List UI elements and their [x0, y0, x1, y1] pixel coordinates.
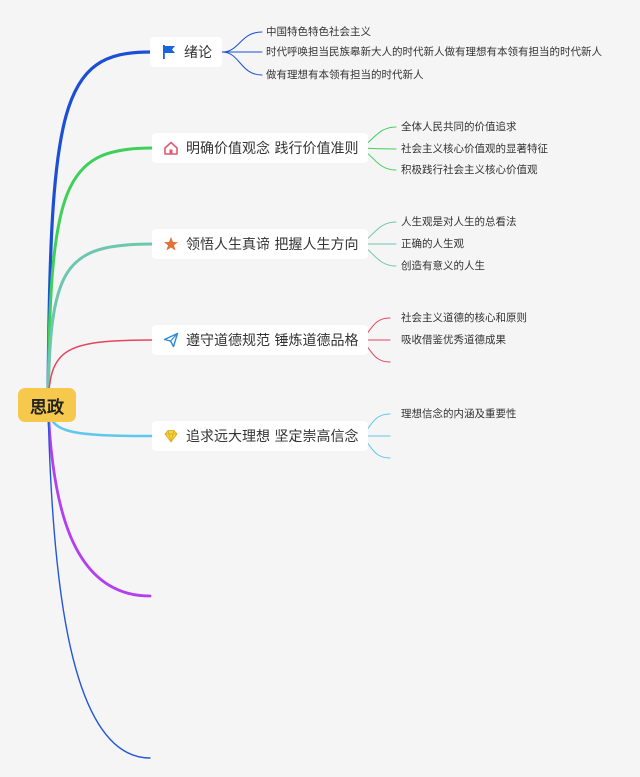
paper-plane-icon — [162, 331, 180, 349]
root-topic[interactable]: 思政 — [18, 388, 76, 422]
branch-connector — [46, 50, 152, 407]
leaf-item[interactable]: 中国特色特色社会主义 — [266, 26, 371, 38]
topic-morality[interactable]: 遵守道德规范 锤炼道德品格 — [152, 325, 369, 355]
leaf-item[interactable]: 人生观是对人生的总看法 — [401, 216, 517, 228]
topic-label: 明确价值观念 践行价值准则 — [186, 141, 359, 157]
branch-connector — [47, 339, 153, 406]
topic-ideals[interactable]: 追求远大理想 坚定崇高信念 — [152, 421, 369, 451]
branch-connector — [46, 146, 154, 407]
topic-life[interactable]: 领悟人生真谛 把握人生方向 — [152, 229, 369, 259]
leaf-item[interactable]: 积极践行社会主义核心价值观 — [401, 164, 538, 176]
topic-label: 领悟人生真谛 把握人生方向 — [186, 237, 359, 253]
leaf-item[interactable]: 理想信念的内涵及重要性 — [401, 408, 517, 420]
leaf-item[interactable]: 全体人民共同的价值追求 — [401, 121, 517, 133]
sub-connector — [221, 51, 263, 76]
leaf-item[interactable]: 社会主义道德的核心和原则 — [401, 312, 527, 324]
topic-values[interactable]: 明确价值观念 践行价值准则 — [152, 133, 369, 163]
empty-branch-line — [46, 403, 152, 598]
star-icon — [162, 235, 180, 253]
home-icon — [162, 139, 180, 157]
diamond-icon — [162, 427, 180, 445]
sub-connector — [221, 31, 263, 53]
flag-icon — [160, 43, 178, 61]
topic-label: 遵守道德规范 锤炼道德品格 — [186, 333, 359, 349]
branch-connector — [46, 242, 154, 407]
topic-label: 追求远大理想 坚定崇高信念 — [186, 429, 359, 445]
leaf-item[interactable]: 创造有意义的人生 — [401, 260, 485, 272]
leaf-item[interactable]: 吸收借鉴优秀道德成果 — [401, 334, 506, 346]
leaf-item[interactable]: 正确的人生观 — [401, 238, 464, 250]
topic-label: 绪论 — [184, 45, 212, 61]
empty-branch-line — [47, 404, 151, 759]
leaf-item[interactable]: 社会主义核心价值观的显著特征 — [401, 143, 548, 155]
topic-intro[interactable]: 绪论 — [150, 37, 222, 67]
leaf-item[interactable]: 时代呼唤担当民族皋新大人的时代新人做有理想有本领有担当的时代新人 — [266, 46, 602, 58]
leaf-item[interactable]: 做有理想有本领有担当的时代新人 — [266, 69, 424, 81]
